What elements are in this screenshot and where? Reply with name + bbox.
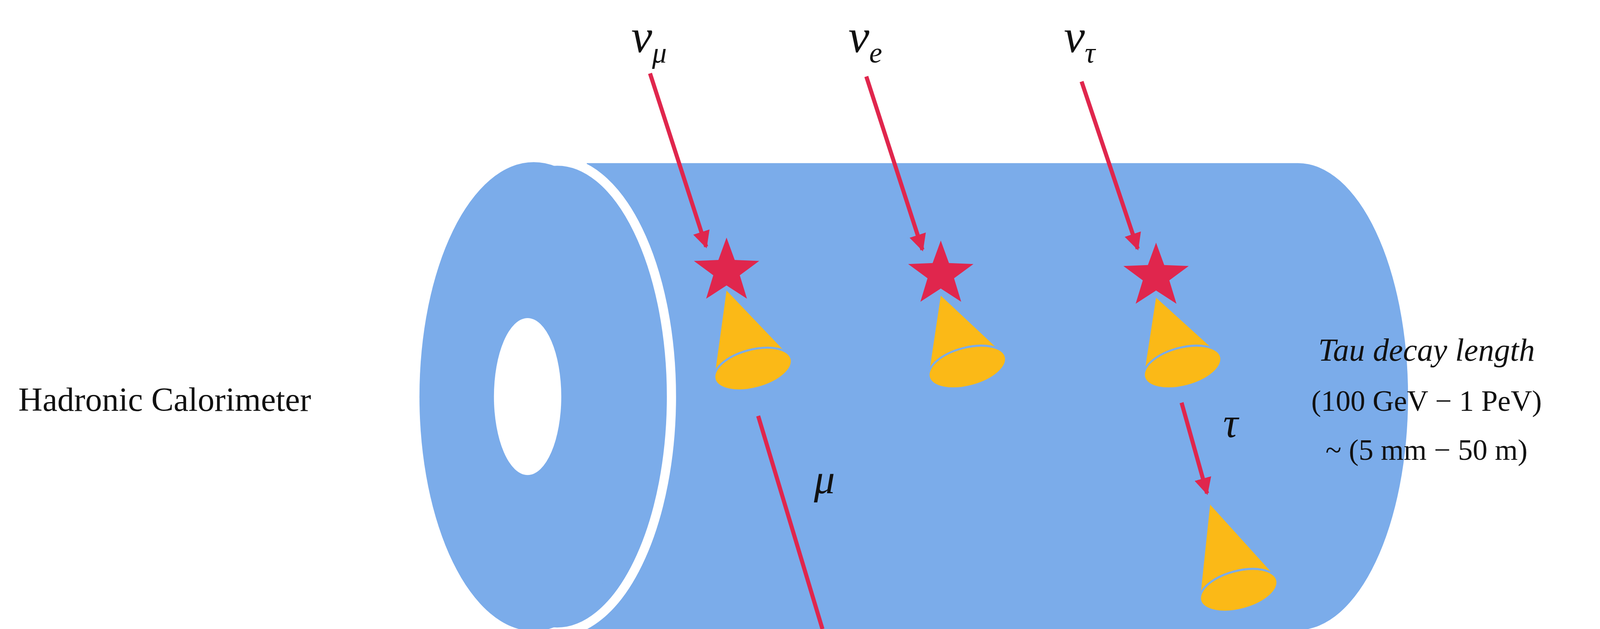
shower-cone bbox=[1139, 298, 1226, 397]
neutrino-arrow bbox=[1081, 81, 1138, 250]
interaction-star bbox=[694, 237, 760, 300]
shower-cone bbox=[1195, 505, 1283, 620]
cylinder-cap bbox=[419, 162, 649, 629]
note-text: ~ (5 mm − 50 m) bbox=[1325, 435, 1528, 465]
shower-cone bbox=[709, 290, 797, 399]
neutrino-label: νμ bbox=[631, 13, 667, 61]
neutrino-arrow bbox=[866, 76, 923, 250]
interaction-star bbox=[907, 240, 974, 302]
tau-track bbox=[1181, 403, 1208, 495]
neutrino-arrow bbox=[650, 73, 707, 247]
detector-label: Hadronic Calorimeter bbox=[18, 383, 312, 417]
neutrino-label: νe bbox=[848, 13, 883, 61]
particle-label: τ bbox=[1223, 402, 1239, 445]
interaction-star bbox=[1123, 242, 1189, 304]
cylinder-hole bbox=[494, 318, 562, 476]
neutrino-label: ντ bbox=[1063, 13, 1096, 61]
note-text: Tau decay length bbox=[1318, 334, 1536, 367]
cylinder-body bbox=[586, 163, 1408, 629]
note-text: (100 GeV − 1 PeV) bbox=[1311, 386, 1542, 416]
particle-label: μ bbox=[813, 458, 836, 501]
muon-track bbox=[758, 416, 823, 629]
shower-cone bbox=[923, 296, 1011, 397]
